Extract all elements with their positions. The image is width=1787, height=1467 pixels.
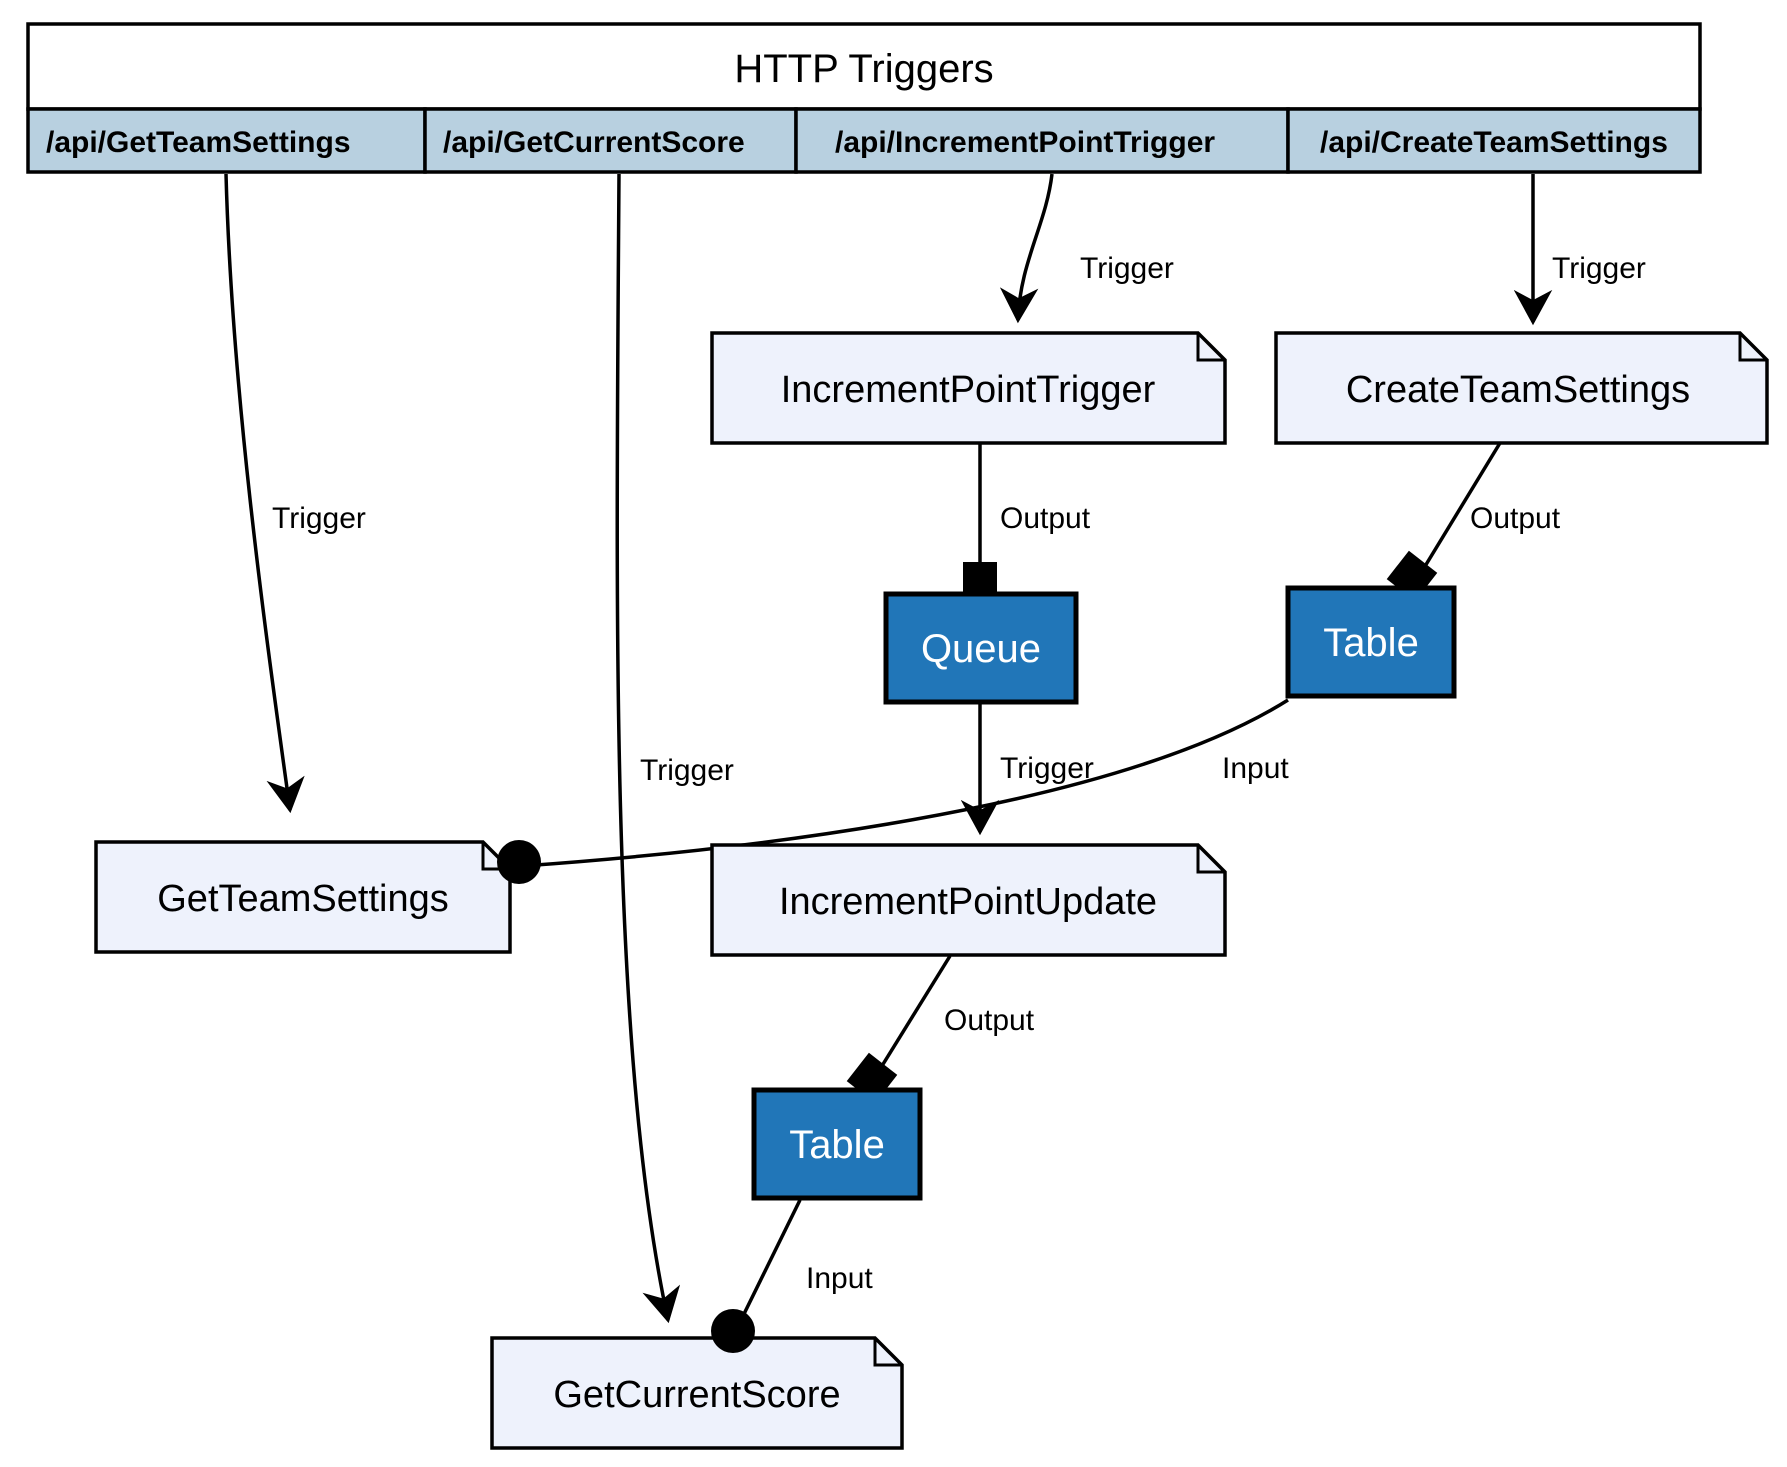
edge-label: Trigger [640, 754, 734, 787]
edge-path [999, 173, 1054, 324]
edge-label: Trigger [1000, 752, 1094, 785]
storage-node-label: Table [789, 1123, 885, 1167]
function-node-body[interactable] [490, 1336, 904, 1450]
edge-path [1411, 442, 1502, 587]
function-node-increment-point-update[interactable]: IncrementPointUpdate [710, 843, 1227, 957]
function-node-label: IncrementPointUpdate [779, 881, 1157, 923]
storage-node-body[interactable] [751, 1087, 923, 1201]
function-node-get-current-score[interactable]: GetCurrentScore [490, 1309, 904, 1450]
edge-label: Input [1222, 752, 1289, 785]
edge-input-table-get-team-settings: Input [521, 698, 1289, 868]
storage-node-table-lower[interactable]: Table [751, 1087, 923, 1201]
http-triggers-header: HTTP Triggers /api/GetTeamSettings /api/… [26, 22, 1702, 174]
storage-node-label: Table [1323, 621, 1419, 665]
input-binding-ball-icon [497, 840, 541, 884]
edge-label: Output [1470, 502, 1561, 535]
function-node-body[interactable] [710, 843, 1227, 957]
edge-path [870, 955, 952, 1083]
edge-path [224, 173, 305, 814]
endpoint-cell-bg[interactable] [26, 107, 427, 174]
header-title-band [26, 22, 1702, 111]
function-node-label: GetCurrentScore [553, 1374, 840, 1416]
edge-output-increment-point-trigger-queue: Output [963, 443, 1091, 600]
storage-node-queue[interactable]: Queue [883, 591, 1079, 705]
note-fold-icon [1196, 333, 1225, 362]
endpoint-cell-create-team-settings[interactable]: /api/CreateTeamSettings [1286, 107, 1702, 174]
note-fold-icon [873, 1338, 902, 1367]
endpoint-label: /api/GetTeamSettings [46, 126, 351, 159]
note-fold-icon [1738, 333, 1767, 362]
function-node-label: CreateTeamSettings [1346, 369, 1690, 411]
edge-label: Input [806, 1262, 873, 1295]
edge-trigger-get-team-settings: Trigger [224, 173, 366, 814]
edge-label: Trigger [1080, 252, 1174, 285]
edge-label: Trigger [272, 502, 366, 535]
edge-label: Trigger [1552, 252, 1646, 285]
edge-trigger-increment-point-trigger: Trigger [999, 173, 1174, 324]
storage-node-body[interactable] [1285, 585, 1457, 699]
edge-input-table-get-current-score: Input [740, 1199, 873, 1319]
note-fold-icon [1196, 845, 1225, 874]
edge-trigger-queue-increment-point-update: Trigger [960, 700, 1094, 836]
function-node-body[interactable] [710, 331, 1227, 445]
edge-path [521, 698, 1289, 868]
function-node-label: GetTeamSettings [157, 878, 448, 920]
endpoint-cell-get-team-settings[interactable]: /api/GetTeamSettings [26, 107, 427, 174]
endpoint-cell-increment-point-trigger[interactable]: /api/IncrementPointTrigger [794, 107, 1290, 174]
edge-path [740, 1199, 802, 1319]
function-node-body[interactable] [1274, 331, 1769, 445]
function-node-get-team-settings[interactable]: GetTeamSettings [94, 840, 541, 954]
function-node-label: IncrementPointTrigger [781, 369, 1156, 411]
endpoint-label: /api/IncrementPointTrigger [835, 126, 1215, 159]
function-node-increment-point-trigger[interactable]: IncrementPointTrigger [710, 331, 1227, 445]
endpoint-cell-bg[interactable] [1286, 107, 1702, 174]
edge-label: Output [944, 1004, 1035, 1037]
storage-node-table-upper[interactable]: Table [1285, 585, 1457, 699]
storage-node-body[interactable] [883, 591, 1079, 705]
endpoint-label: /api/GetCurrentScore [443, 126, 745, 159]
endpoint-label: /api/CreateTeamSettings [1320, 126, 1668, 159]
endpoint-cell-bg[interactable] [423, 107, 798, 174]
edge-trigger-create-team-settings: Trigger [1513, 174, 1646, 326]
edge-path [615, 173, 681, 1324]
edge-label: Output [1000, 502, 1091, 535]
function-node-body[interactable] [94, 840, 512, 954]
endpoint-cell-get-current-score[interactable]: /api/GetCurrentScore [423, 107, 798, 174]
header-title: HTTP Triggers [734, 47, 993, 91]
input-binding-ball-icon [711, 1309, 755, 1353]
edge-output-create-team-settings-table: Output [1386, 442, 1561, 602]
output-binding-marker [963, 562, 997, 596]
edge-output-increment-point-update-table: Output [846, 955, 1035, 1104]
edge-trigger-get-current-score: Trigger [615, 173, 734, 1324]
function-node-create-team-settings[interactable]: CreateTeamSettings [1274, 331, 1769, 445]
storage-node-label: Queue [921, 627, 1041, 671]
